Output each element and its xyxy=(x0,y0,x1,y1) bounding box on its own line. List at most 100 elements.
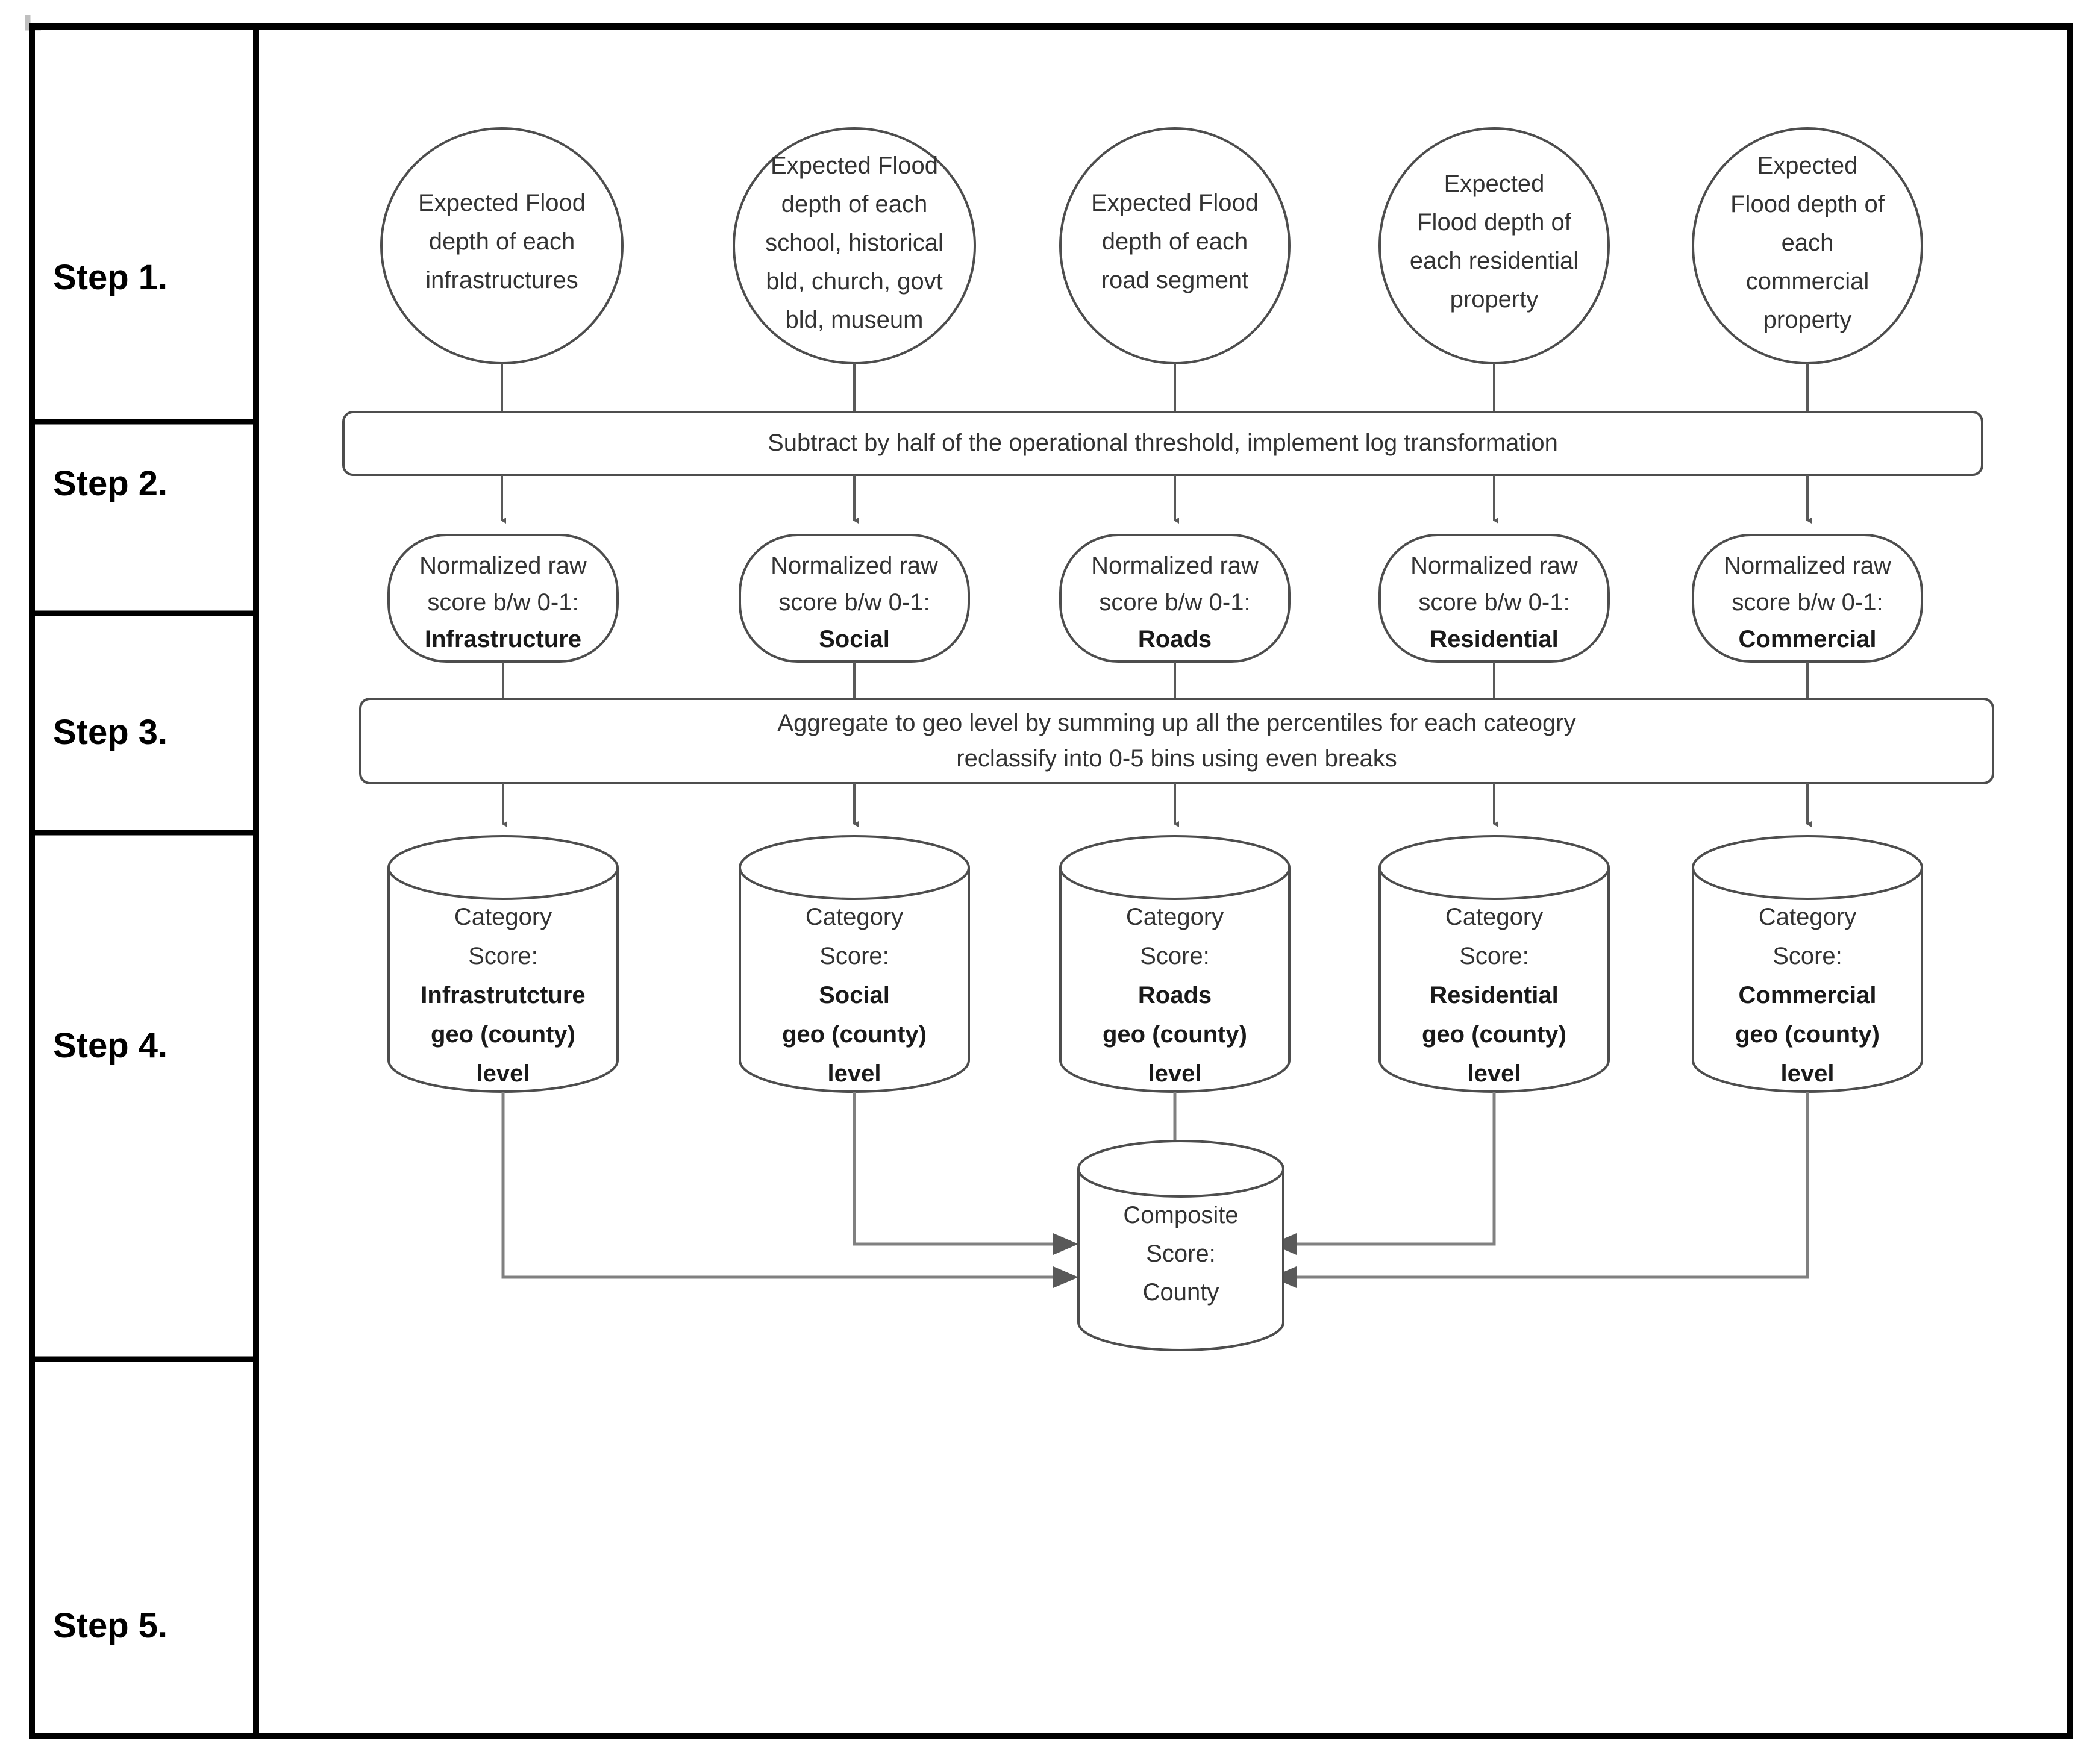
step1-inputs: Expected Flood depth of each infrastruct… xyxy=(380,127,1923,364)
store-social-line-0: Category xyxy=(806,904,903,930)
node-input-roads[interactable]: Expected Flood depth of each road segmen… xyxy=(1059,127,1291,364)
input-commercial-line-1: Flood depth of xyxy=(1730,191,1885,217)
step2-score-nodes: Normalized raw score b/w 0-1: Infrastruc… xyxy=(387,534,1923,663)
input-commercial-line-3: commercial xyxy=(1746,268,1869,295)
score-infrastructure-line-1: score b/w 0-1: xyxy=(427,589,578,616)
node-store-commercial[interactable]: Category Score: Commercial geo (county) … xyxy=(1692,835,1923,1093)
step-label-5: Step 5. xyxy=(53,1606,167,1645)
input-residential-line-0: Expected xyxy=(1444,170,1545,197)
store-commercial-line-0: Category xyxy=(1759,904,1856,930)
store-social-bold-1: geo (county) xyxy=(782,1021,927,1048)
store-residential-line-0: Category xyxy=(1445,904,1543,930)
node-store-residential[interactable]: Category Score: Residential geo (county)… xyxy=(1378,835,1610,1093)
step-label-1: Step 1. xyxy=(53,258,167,297)
composite-line-1: Score: xyxy=(1146,1240,1216,1267)
input-commercial-line-4: property xyxy=(1763,307,1852,333)
store-roads-line-0: Category xyxy=(1126,904,1224,930)
store-residential-line-1: Score: xyxy=(1459,943,1529,969)
store-commercial-bold-2: level xyxy=(1781,1060,1835,1087)
store-residential-bold-1: geo (county) xyxy=(1422,1021,1566,1048)
score-roads-category: Roads xyxy=(1138,626,1212,652)
input-roads-line-0: Expected Flood xyxy=(1091,190,1259,216)
node-process-aggregate[interactable]: Aggregate to geo level by summing up all… xyxy=(359,698,1994,784)
input-infrastructure-line-1: depth of each xyxy=(429,228,575,255)
step-label-column: Step 1. Step 2. Step 3. Step 4. Step 5. xyxy=(53,258,167,1645)
store-roads-bold-1: geo (county) xyxy=(1103,1021,1247,1048)
node-store-social[interactable]: Category Score: Social geo (county) leve… xyxy=(739,835,970,1093)
input-roads-line-2: road segment xyxy=(1101,267,1249,293)
store-residential-bold-0: Residential xyxy=(1430,982,1558,1009)
score-residential-category: Residential xyxy=(1430,626,1558,652)
input-social-line-1: depth of each xyxy=(781,191,927,217)
step4-category-stores: Category Score: Infrastrutcture geo (cou… xyxy=(387,835,1923,1093)
store-infrastructure-line-0: Category xyxy=(454,904,552,930)
store-social-bold-2: level xyxy=(828,1060,881,1087)
node-score-social[interactable]: Normalized raw score b/w 0-1: Social xyxy=(739,534,970,663)
store-residential-bold-2: level xyxy=(1468,1060,1521,1087)
score-social-line-1: score b/w 0-1: xyxy=(778,589,930,616)
table-frame xyxy=(29,23,2073,1739)
node-score-residential[interactable]: Normalized raw score b/w 0-1: Residentia… xyxy=(1378,534,1610,663)
store-commercial-bold-1: geo (county) xyxy=(1735,1021,1880,1048)
score-social-line-0: Normalized raw xyxy=(771,552,938,579)
node-score-commercial[interactable]: Normalized raw score b/w 0-1: Commercial xyxy=(1692,534,1923,663)
input-infrastructure-line-0: Expected Flood xyxy=(418,190,586,216)
store-infrastructure-bold-2: level xyxy=(477,1060,530,1087)
connectors-step2-band-to-scores xyxy=(501,475,1812,524)
node-input-residential[interactable]: Expected Flood depth of each residential… xyxy=(1378,127,1610,364)
store-commercial-bold-0: Commercial xyxy=(1739,982,1877,1009)
process-aggregate-line-0: Aggregate to geo level by summing up all… xyxy=(777,710,1575,736)
connectors-step3-to-stores xyxy=(502,783,1812,827)
composite-line-0: Composite xyxy=(1123,1202,1238,1228)
connectors-step1-to-step2 xyxy=(501,363,1809,413)
connectors-stores-to-composite xyxy=(501,1092,1809,1288)
input-residential-line-3: property xyxy=(1450,286,1539,313)
store-social-bold-0: Social xyxy=(819,982,890,1009)
input-roads-line-1: depth of each xyxy=(1102,228,1248,255)
input-social-line-3: bld, church, govt xyxy=(766,268,943,295)
node-input-infrastructure[interactable]: Expected Flood depth of each infrastruct… xyxy=(380,127,624,364)
step-label-3: Step 3. xyxy=(53,713,167,752)
input-infrastructure-line-2: infrastructures xyxy=(425,267,578,293)
process-aggregate-line-1: reclassify into 0-5 bins using even brea… xyxy=(956,745,1397,772)
store-social-line-1: Score: xyxy=(819,943,889,969)
node-input-social[interactable]: Expected Flood depth of each school, his… xyxy=(733,127,976,364)
step-label-2: Step 2. xyxy=(53,464,167,503)
node-score-infrastructure[interactable]: Normalized raw score b/w 0-1: Infrastruc… xyxy=(387,534,619,663)
score-infrastructure-line-0: Normalized raw xyxy=(419,552,587,579)
store-infrastructure-line-1: Score: xyxy=(468,943,538,969)
score-residential-line-1: score b/w 0-1: xyxy=(1418,589,1569,616)
score-social-category: Social xyxy=(819,626,890,652)
input-commercial-line-0: Expected xyxy=(1757,152,1858,179)
connectors-scores-to-step3 xyxy=(502,661,1809,700)
node-store-roads[interactable]: Category Score: Roads geo (county) level xyxy=(1059,835,1291,1093)
input-social-line-0: Expected Flood xyxy=(771,152,938,179)
store-infrastructure-bold-1: geo (county) xyxy=(431,1021,575,1048)
store-roads-bold-0: Roads xyxy=(1138,982,1212,1009)
score-commercial-line-1: score b/w 0-1: xyxy=(1732,589,1883,616)
node-store-infrastructure[interactable]: Category Score: Infrastrutcture geo (cou… xyxy=(387,835,619,1093)
node-score-roads[interactable]: Normalized raw score b/w 0-1: Roads xyxy=(1059,534,1291,663)
score-residential-line-0: Normalized raw xyxy=(1410,552,1578,579)
node-store-composite[interactable]: Composite Score: County xyxy=(1077,1140,1284,1351)
store-infrastructure-bold-0: Infrastrutcture xyxy=(421,982,585,1009)
score-commercial-category: Commercial xyxy=(1739,626,1877,652)
input-residential-line-1: Flood depth of xyxy=(1417,209,1572,236)
store-roads-bold-2: level xyxy=(1148,1060,1202,1087)
node-process-normalize[interactable]: Subtract by half of the operational thre… xyxy=(342,411,1983,476)
process-normalize-line-0: Subtract by half of the operational thre… xyxy=(768,430,1558,456)
store-commercial-line-1: Score: xyxy=(1773,943,1842,969)
score-roads-line-0: Normalized raw xyxy=(1091,552,1259,579)
step-label-4: Step 4. xyxy=(53,1026,167,1065)
composite-line-2: County xyxy=(1143,1279,1219,1306)
score-infrastructure-category: Infrastructure xyxy=(425,626,581,652)
store-roads-line-1: Score: xyxy=(1140,943,1210,969)
input-social-line-4: bld, museum xyxy=(786,307,924,333)
score-roads-line-1: score b/w 0-1: xyxy=(1099,589,1250,616)
input-commercial-line-2: each xyxy=(1782,230,1834,256)
input-residential-line-2: each residential xyxy=(1410,248,1579,274)
node-input-commercial[interactable]: Expected Flood depth of each commercial … xyxy=(1692,127,1923,364)
score-commercial-line-0: Normalized raw xyxy=(1724,552,1891,579)
